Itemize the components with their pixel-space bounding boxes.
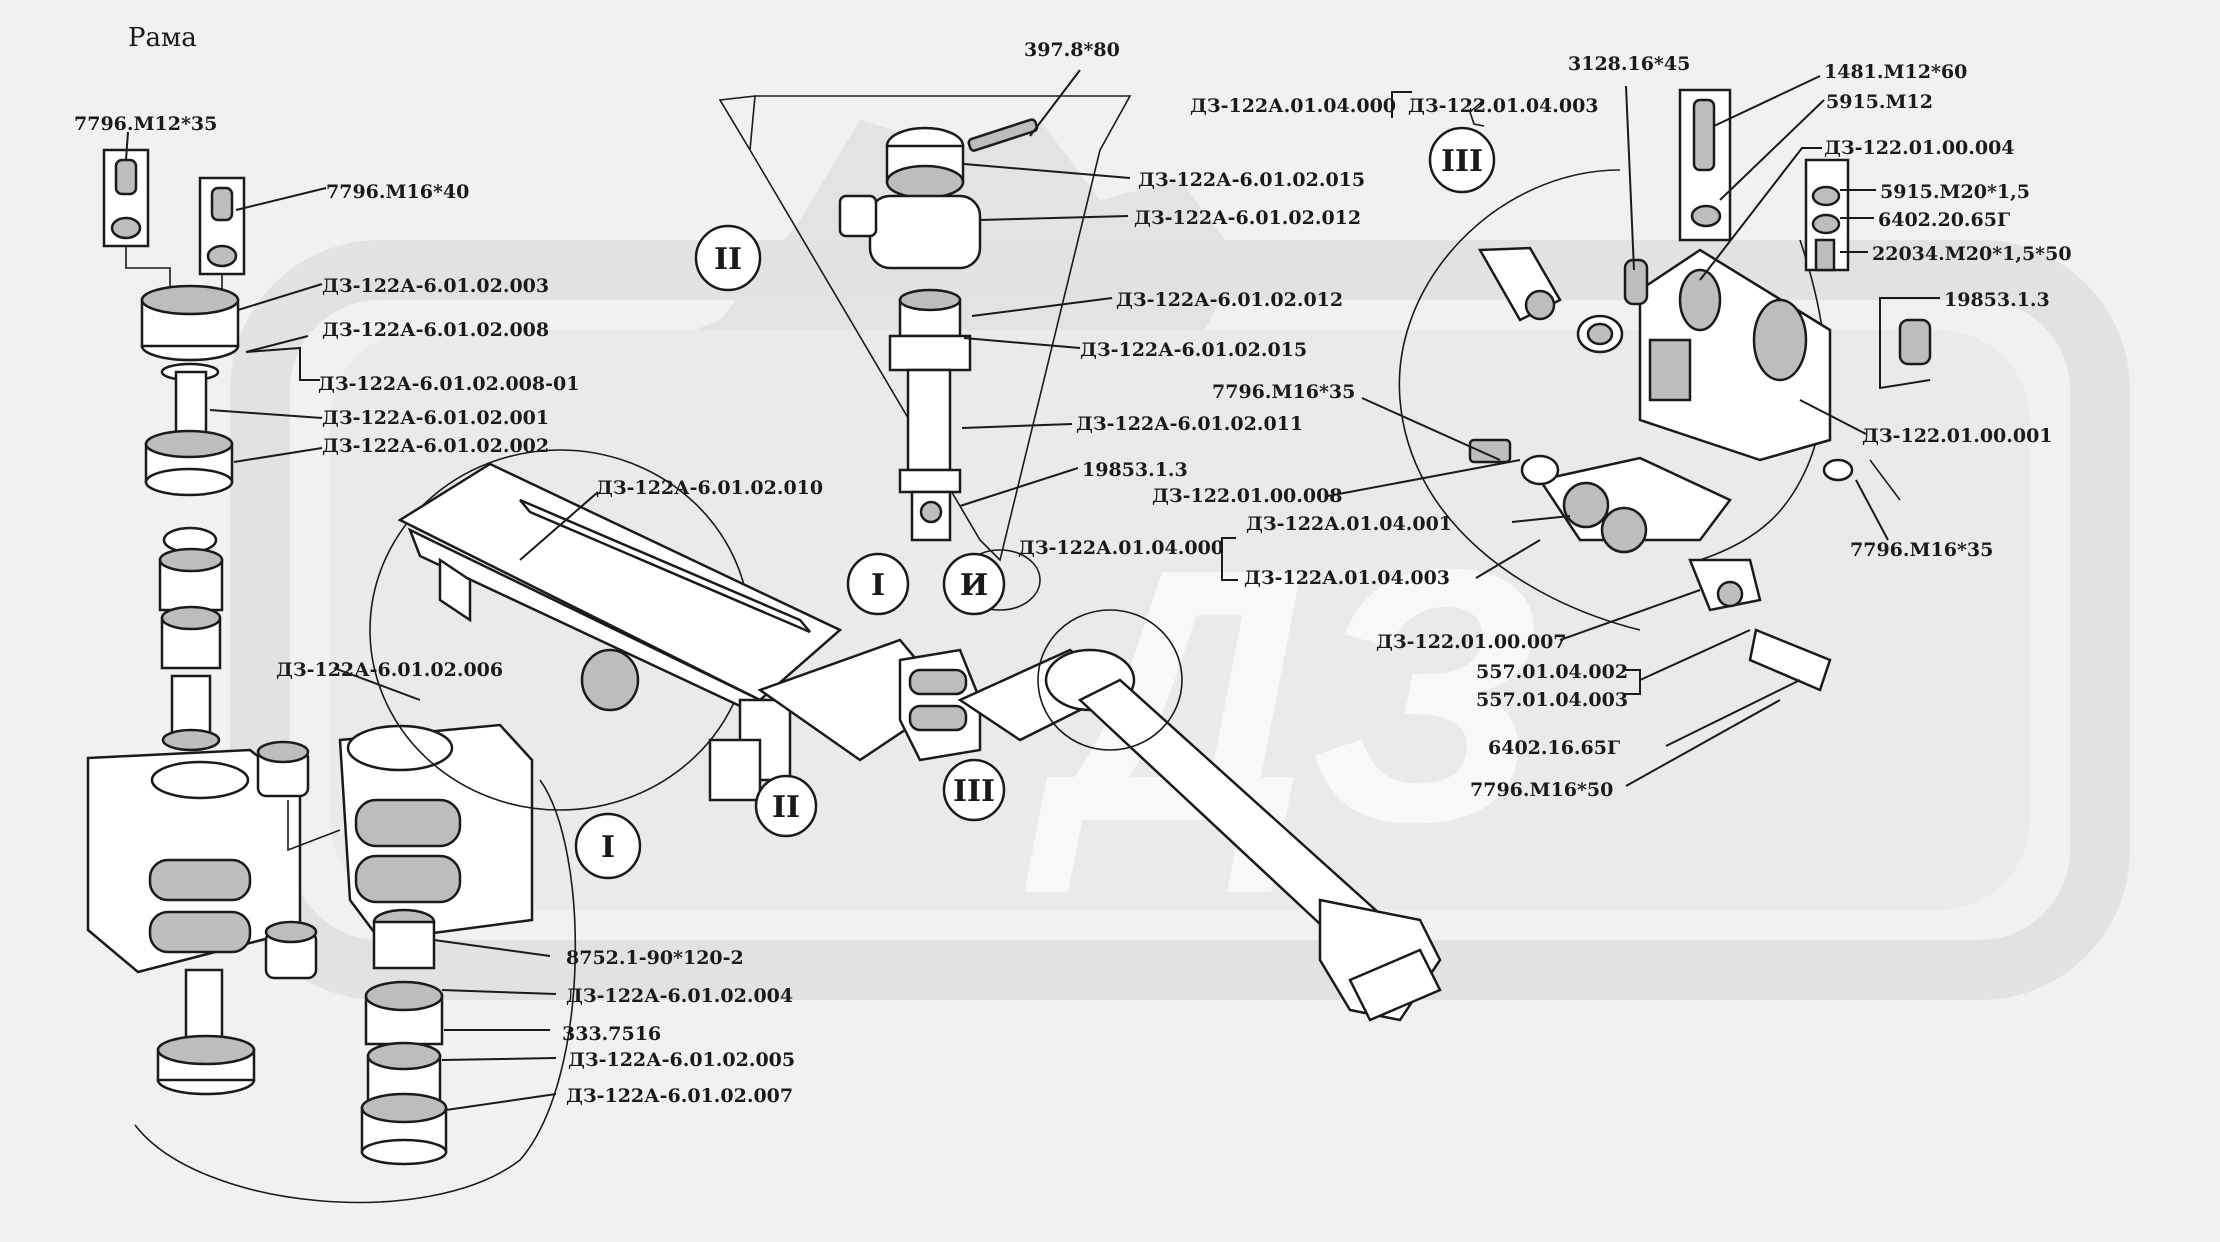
- label-l22: ДЗ-122.01.00.004: [1824, 137, 2015, 159]
- label-l13: ДЗ-122А-6.01.02.012: [1116, 289, 1343, 311]
- label-l40: ДЗ-122А-6.01.02.004: [566, 985, 793, 1007]
- label-l24: 6402.20.65Г: [1878, 209, 2010, 231]
- diagram-title: Рама: [128, 23, 197, 53]
- label-l09: ДЗ-122А-6.01.02.006: [276, 659, 503, 681]
- label-l23: 5915.М20*1,5: [1880, 181, 2030, 203]
- label-l32: ДЗ-122А.01.04.003: [1244, 567, 1450, 589]
- label-l10: 397.8*80: [1024, 39, 1120, 61]
- bracket-detail: [1398, 88, 1932, 692]
- label-l19: 3128.16*45: [1568, 53, 1690, 75]
- label-l25: 22034.М20*1,5*50: [1872, 243, 2072, 265]
- label-l43: ДЗ-122А-6.01.02.007: [566, 1085, 793, 1107]
- callout-bubbles: I II III I И II III: [574, 126, 1496, 880]
- callout-I-frame: I: [846, 552, 910, 616]
- left-pivot-assembly: [86, 148, 341, 1096]
- label-l36: 557.01.04.003: [1476, 689, 1628, 711]
- svg-text:III: III: [1441, 144, 1483, 179]
- label-l03: ДЗ-122А-6.01.02.003: [322, 275, 549, 297]
- label-l37: 6402.16.65Г: [1488, 737, 1620, 759]
- label-l02: 7796.М16*40: [326, 181, 469, 203]
- pivot-block-detail: [134, 449, 751, 1204]
- label-l11: ДЗ-122А-6.01.02.015: [1138, 169, 1365, 191]
- callout-II-top: II: [694, 224, 762, 292]
- label-l06: ДЗ-122А-6.01.02.001: [322, 407, 549, 429]
- callout-И-frame: И: [942, 552, 1006, 616]
- label-l20: 1481.М12*60: [1824, 61, 1967, 83]
- label-l39: 8752.1-90*120-2: [566, 947, 744, 969]
- label-l35: 557.01.04.002: [1476, 661, 1628, 683]
- label-l42: ДЗ-122А-6.01.02.005: [568, 1049, 795, 1071]
- main-frame: [397, 462, 1442, 1022]
- label-l04: ДЗ-122А-6.01.02.008: [322, 319, 549, 341]
- label-l08: ДЗ-122А-6.01.02.010: [596, 477, 823, 499]
- svg-text:II: II: [714, 242, 742, 277]
- svg-text:И: И: [960, 568, 988, 603]
- label-l28: ДЗ-122.01.00.001: [1862, 425, 2053, 447]
- label-l31: ДЗ-122А.01.04.000: [1018, 537, 1224, 559]
- label-l27: 7796.М16*35: [1212, 381, 1355, 403]
- part-labels: 7796.М12*35 7796.М16*40 ДЗ-122А-6.01.02.…: [74, 39, 2072, 1107]
- watermark-bar: [230, 240, 2130, 1000]
- label-l38: 7796.М16*50: [1470, 779, 1613, 801]
- svg-text:I: I: [601, 830, 615, 865]
- callout-III-right: III: [1428, 126, 1496, 194]
- callout-I-left: I: [574, 812, 642, 880]
- spindle-detail: [718, 95, 1132, 562]
- label-l21: 5915.М12: [1826, 91, 1933, 113]
- callout-II-frame: II: [754, 774, 818, 838]
- label-l30: ДЗ-122А.01.04.001: [1246, 513, 1452, 535]
- label-l29: ДЗ-122.01.00.008: [1152, 485, 1343, 507]
- label-l12: ДЗ-122А-6.01.02.012: [1134, 207, 1361, 229]
- label-l16: 19853.1.3: [1082, 459, 1188, 481]
- svg-text:III: III: [953, 774, 995, 809]
- label-l18: ДЗ-122.01.04.003: [1408, 95, 1599, 117]
- label-l41: 333.7516: [562, 1023, 661, 1045]
- leader-lines: [125, 69, 1940, 1111]
- svg-text:II: II: [772, 790, 800, 825]
- label-l17: ДЗ-122А.01.04.000: [1190, 95, 1396, 117]
- label-l15: ДЗ-122А-6.01.02.011: [1076, 413, 1303, 435]
- label-l33: 7796.М16*35: [1850, 539, 1993, 561]
- label-l26: 19853.1.3: [1944, 289, 2050, 311]
- label-l05: ДЗ-122А-6.01.02.008-01: [318, 373, 579, 395]
- label-l01: 7796.М12*35: [74, 113, 217, 135]
- label-l14: ДЗ-122А-6.01.02.015: [1080, 339, 1307, 361]
- label-l34: ДЗ-122.01.00.007: [1376, 631, 1567, 653]
- svg-text:I: I: [871, 568, 885, 603]
- label-l07: ДЗ-122А-6.01.02.002: [322, 435, 549, 457]
- callout-III-frame: III: [942, 758, 1006, 822]
